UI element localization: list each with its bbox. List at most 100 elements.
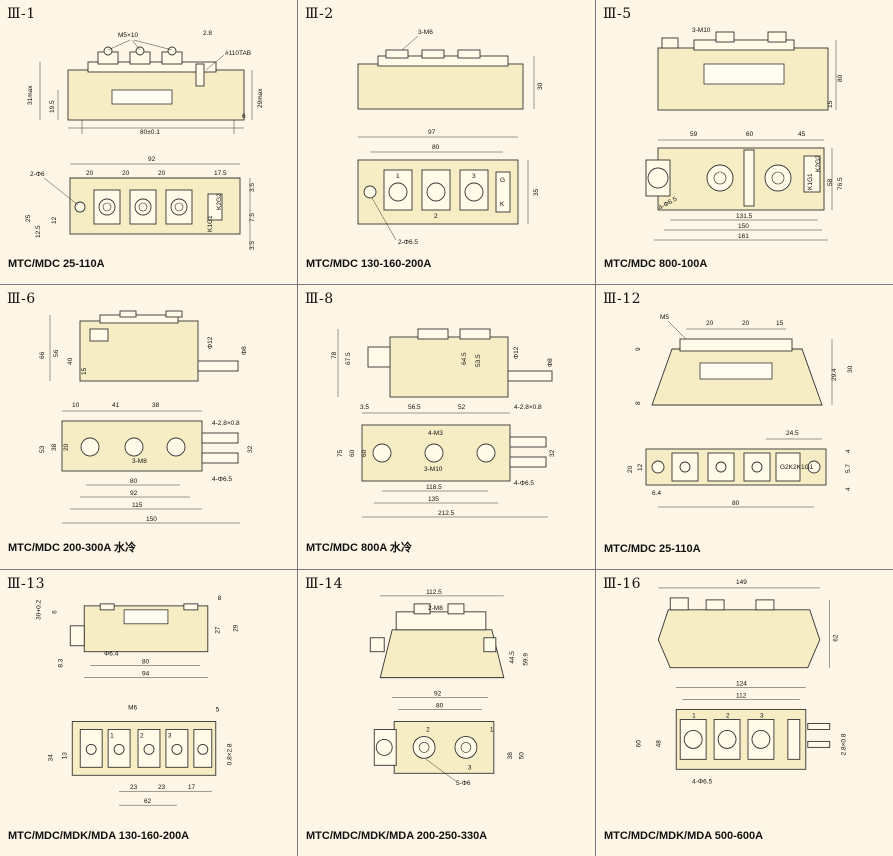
dim-h1: 66 [39,351,46,359]
diagram-III-6: Ⅲ-6 66 56 40 15 Φ12 Φ8 10 41 38 4-2.8×0.… [0,285,298,570]
module-cap [99,314,179,324]
diagram-III-1: Ⅲ-1 80±0.1 M5×10 2.8 #110TAB 31max 19.5 … [0,0,298,285]
dim-side: 32 [247,445,254,453]
dim-w2: 38 [51,443,58,451]
module-body [379,629,505,679]
outline-drawing: 78 67.5 64.5 53.5 Φ12 Φ8 3.5 56.5 52 4-2… [331,328,556,518]
model-title: MTC/MDC 200-300A 水冷 [8,542,136,554]
terminal-1: 1 [110,732,114,739]
dim-d2: 115 [132,502,143,509]
module-body [657,609,821,669]
diagram-III-8: Ⅲ-8 78 67.5 64.5 53.5 Φ12 Φ8 3.5 56.5 52… [298,285,596,570]
dim-seg3: 38 [152,402,160,409]
dim-side2: 12 [637,463,644,471]
gate-label: G2K2K1G1 [780,464,814,471]
dim-screw: M5 [660,314,669,321]
outline-drawing: 30+0.2 6 8 27 29 8.3 Φ6.4 80 94 M6 5 34 … [35,595,240,806]
dim-d1: 58 [827,178,834,186]
dim-tab: 4-2.8×0.8 [514,404,542,411]
diagram-code: Ⅲ-1 [7,6,36,22]
dim-w1: 25 [25,214,32,222]
center-bar [743,149,755,207]
dim-hole: Φ6.4 [104,651,119,658]
dim-d1: 23 [130,784,138,791]
dim-w2: 112 [736,693,747,700]
plan-terminals [671,452,771,482]
dim-seg-c: 20 [158,170,166,177]
model-title: MTC/MDC/MDK/MDA 500-600A [604,830,764,842]
dim-seg1: 3.5 [360,404,369,411]
dim-hole: 4-Φ6.5 [514,480,534,487]
dim-tab: 0.8×2.8 [227,743,234,765]
dim-h2: 56 [53,349,60,357]
terminal-screws [385,49,481,59]
dim-overall: 97 [428,129,436,136]
dim-screw2: 3-M10 [424,466,443,473]
dim-h-right: 29max [257,88,264,108]
dim-d2: 48 [655,740,662,748]
dim-side1: 20 [627,465,634,473]
side-terminal [369,637,385,653]
model-title: MTC/MDC 25-110A [8,258,105,270]
dim-w1: 34 [47,754,54,762]
dim-hole: 4-Φ6.5 [212,476,232,483]
dim-h4: 53.5 [475,354,482,367]
outline-drawing: 149 62 124 112 1 2 3 60 48 2.8×0.8 4-Φ6.… [635,579,848,785]
dim-seg3: 52 [458,404,466,411]
terminal-1: 1 [692,712,696,719]
model-title: MTC/MDC/MDK/MDA 130-160-200A [8,830,190,842]
dim-w2: 12.5 [35,225,42,238]
module-cap [693,39,795,51]
terminal-screws [661,31,787,49]
gate-block [775,452,801,482]
terminal-1: 1 [490,726,494,733]
model-title: MTC/MDC 800-100A [604,258,708,270]
gate-label-2: K2G2 [216,193,223,210]
dim-r1: 4 [845,449,852,453]
dim-mount: 80 [142,659,150,666]
dim-w1: 53 [39,445,46,453]
dim-w3: 60 [361,449,368,457]
mount-hole-left [363,185,377,199]
dim-screw1: 4-M3 [428,430,443,437]
dim-w2: 80 [436,703,444,710]
dim-h1: 30+0.2 [35,599,42,619]
diagram-III-2: Ⅲ-2 3-M6 30 1 2 3 G K 97 [298,0,596,285]
dim-pipe2: Φ8 [241,346,248,355]
dim-h6: 8.3 [57,658,64,667]
dim-h: 62 [833,634,840,642]
dim-h1: 78 [331,351,338,359]
dim-mount: 80±0.1 [140,129,160,136]
plan-terminals [79,728,213,768]
side-terminal [69,625,85,647]
terminal-2: 2 [426,726,430,733]
dim-side: 32 [549,449,556,457]
dim-pipe2: Φ8 [547,358,554,367]
dim-h3: 8 [218,595,222,602]
module-cap [87,61,217,73]
dim-screw: 3-M10 [692,27,711,34]
dim-h2: 67.5 [345,352,352,365]
dim-w2: 13 [61,752,68,760]
module-cap [679,338,793,352]
dim-r2: 5.7 [845,464,852,473]
dim-tab: 2.8×0.8 [841,733,848,755]
module-plan [393,721,495,774]
dim-pitch: 6.4 [652,490,661,497]
label-window [123,609,169,625]
dim-d3: 212.5 [438,510,455,517]
dim-hole: 2-Φ6 [30,171,45,178]
dim-screw: M6 [128,705,137,712]
dim-h3: 40 [67,357,74,365]
dim-overall: 112.5 [426,589,442,596]
plan-terminals [706,164,792,192]
dim-w2: 161 [738,233,749,240]
dim-right: 5 [216,707,220,714]
dim-w1: 75 [337,449,344,457]
model-title: MTC/MDC 800A 水冷 [306,542,412,554]
outline-drawing: 80±0.1 M5×10 2.8 #110TAB 31max 19.5 29ma… [25,30,264,250]
dim-seg-d: 17.5 [214,170,227,177]
dim-d2: 135 [428,496,439,503]
dim-d3: 150 [146,516,157,523]
